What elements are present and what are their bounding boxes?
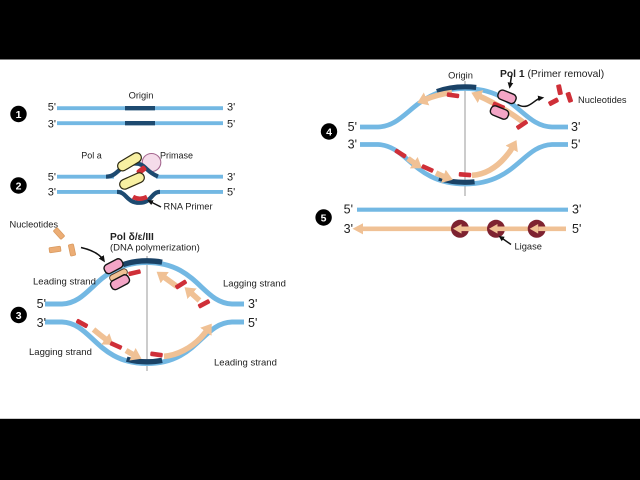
svg-text:Primase: Primase [160, 151, 193, 161]
svg-text:Pol δ/ε/III: Pol δ/ε/III [110, 232, 154, 243]
svg-text:2: 2 [16, 180, 22, 192]
svg-text:RNA Primer: RNA Primer [164, 202, 213, 212]
svg-text:3': 3' [571, 120, 580, 134]
svg-text:5': 5' [227, 187, 235, 199]
svg-text:5': 5' [344, 203, 353, 217]
svg-text:Lagging strand: Lagging strand [29, 347, 92, 358]
svg-text:5': 5' [572, 222, 581, 236]
svg-text:5: 5 [321, 212, 327, 224]
svg-text:Origin: Origin [129, 91, 154, 101]
svg-text:3': 3' [572, 203, 581, 217]
svg-text:1: 1 [16, 109, 22, 121]
svg-text:5': 5' [248, 316, 257, 330]
svg-text:Ligase: Ligase [515, 242, 542, 252]
svg-text:3': 3' [227, 171, 235, 183]
svg-text:Nucleotides: Nucleotides [10, 219, 59, 229]
svg-text:3': 3' [48, 187, 56, 199]
svg-text:3': 3' [248, 297, 257, 311]
svg-text:3': 3' [227, 102, 235, 114]
svg-text:5': 5' [48, 102, 56, 114]
svg-text:5': 5' [48, 171, 56, 183]
svg-text:5': 5' [571, 138, 580, 152]
svg-text:Origin: Origin [448, 71, 473, 81]
svg-text:Lagging strand: Lagging strand [223, 279, 286, 290]
svg-text:5': 5' [227, 118, 235, 130]
svg-text:3': 3' [48, 118, 56, 130]
svg-text:5': 5' [37, 297, 46, 311]
svg-text:3': 3' [37, 316, 46, 330]
svg-text:3': 3' [344, 222, 353, 236]
svg-text:Leading strand: Leading strand [214, 358, 277, 369]
svg-text:Pol 1 (Primer removal): Pol 1 (Primer removal) [500, 69, 604, 80]
svg-text:4: 4 [326, 126, 332, 138]
svg-text:Leading strand: Leading strand [33, 277, 96, 288]
svg-text:Nucleotides: Nucleotides [578, 95, 627, 105]
svg-text:5': 5' [348, 120, 357, 134]
svg-text:3': 3' [348, 138, 357, 152]
svg-text:Pol a: Pol a [81, 151, 102, 161]
svg-text:(DNA polymerization): (DNA polymerization) [110, 242, 200, 253]
svg-text:3: 3 [16, 310, 22, 322]
